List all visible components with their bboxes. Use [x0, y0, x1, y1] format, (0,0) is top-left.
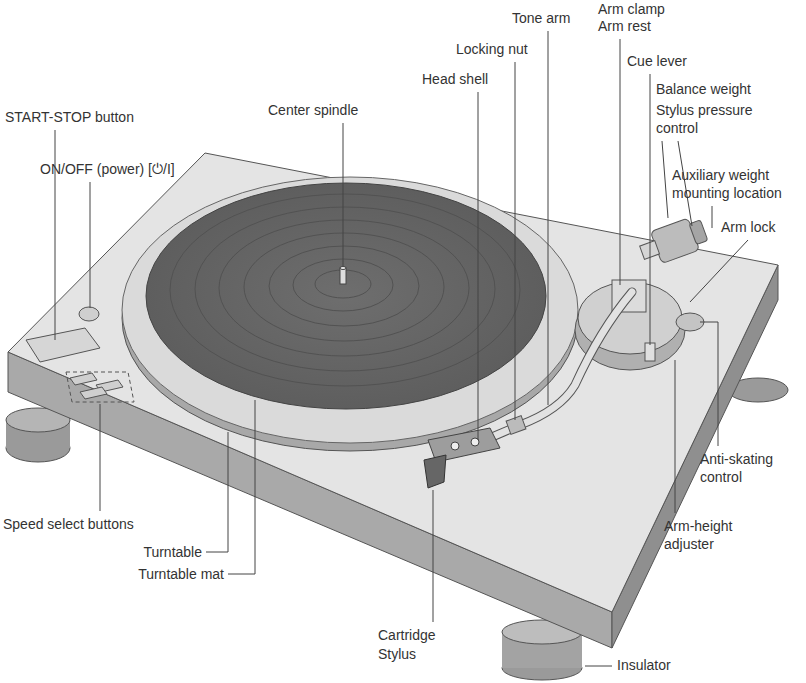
label-holder: Tone arm — [512, 9, 570, 27]
leader-lines — [55, 31, 748, 666]
label-holder: Arm-height adjuster — [664, 517, 760, 553]
label-holder: START-STOP button — [5, 108, 134, 126]
part-label: Cartridge — [378, 626, 436, 644]
part-label: Balance weight — [656, 80, 751, 98]
part-label: Speed select buttons — [3, 515, 134, 533]
cue-lever — [645, 343, 655, 361]
part-label: Arm rest — [598, 17, 651, 35]
label-holder: Turntable — [143, 543, 202, 561]
part-label: Arm-height adjuster — [664, 517, 760, 553]
label-holder: Auxiliary weight mounting location — [672, 166, 800, 202]
part-label: Turntable mat — [138, 565, 224, 583]
locking-nut — [506, 416, 526, 435]
speed-bracket — [66, 372, 134, 402]
part-label: START-STOP button — [5, 108, 134, 126]
part-label: Tone arm — [512, 9, 570, 27]
tone-arm — [485, 292, 632, 440]
plinth-top — [8, 153, 778, 612]
label-holder: Arm rest — [598, 17, 651, 35]
label-holder: Arm lock — [721, 218, 775, 236]
part-label: Stylus — [378, 645, 416, 663]
cartridge — [424, 455, 446, 488]
label-holder: Arm clamp — [598, 0, 665, 18]
label-holder: Anti-skating control — [700, 450, 800, 486]
part-label: Cue lever — [627, 52, 687, 70]
part-label: Head shell — [422, 70, 488, 88]
center-spindle — [340, 268, 346, 284]
part-label: Locking nut — [456, 40, 528, 58]
label-holder: Stylus pressure control — [656, 101, 778, 137]
turntable-platter — [122, 177, 578, 443]
label-holder: Center spindle — [268, 101, 358, 119]
power-button — [79, 307, 99, 321]
label-holder: Cue lever — [627, 52, 687, 70]
part-label: Insulator — [617, 656, 671, 674]
turntable-mat — [146, 183, 546, 409]
part-label: Arm lock — [721, 218, 775, 236]
label-holder: Speed select buttons — [3, 515, 134, 533]
part-label: ON/OFF (power) [⏻/I] — [40, 160, 175, 178]
balance-weight — [636, 214, 710, 269]
mat-grooves — [170, 194, 520, 386]
speed-button — [70, 373, 97, 385]
label-holder: ON/OFF (power) [⏻/I] — [40, 160, 175, 178]
tone-arm — [485, 292, 632, 440]
label-holder: Head shell — [422, 70, 488, 88]
part-label: Stylus pressure control — [656, 101, 778, 137]
part-label: Auxiliary weight mounting location — [672, 166, 800, 202]
head-shell — [451, 442, 459, 450]
part-label: Center spindle — [268, 101, 358, 119]
label-holder: Locking nut — [456, 40, 528, 58]
label-holder: Cartridge — [378, 626, 436, 644]
part-label: Arm clamp — [598, 0, 665, 18]
part-label: Anti-skating control — [700, 450, 800, 486]
start-stop-button — [26, 328, 100, 362]
part-label: Turntable — [143, 543, 202, 561]
center-spindle — [340, 267, 346, 270]
label-holder: Stylus — [378, 645, 416, 663]
label-holder: Turntable mat — [138, 565, 224, 583]
anti-skating-knob — [676, 313, 704, 331]
speed-button — [80, 387, 107, 399]
label-holder: Insulator — [617, 656, 671, 674]
label-holder: Balance weight — [656, 80, 751, 98]
